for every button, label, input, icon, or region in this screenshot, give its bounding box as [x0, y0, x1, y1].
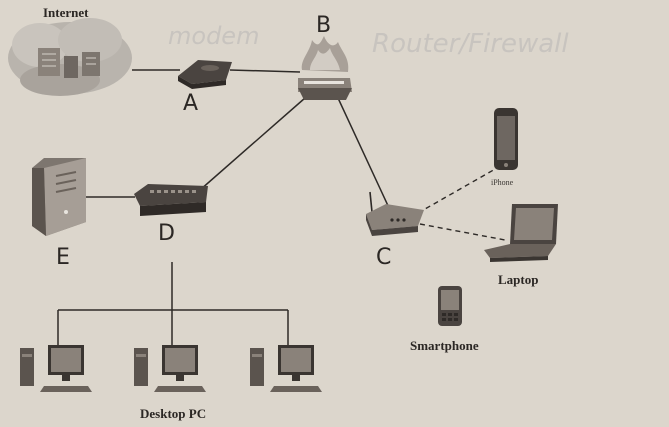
switch-letter: D [158, 221, 175, 246]
smartphone-device: Smartphone [410, 286, 479, 353]
link-router-access-point [337, 97, 391, 211]
desktop-pc-3 [250, 345, 322, 392]
wired-links [57, 69, 391, 345]
handwritten-modem-note: modem [168, 22, 259, 50]
desktop-pc-label: Desktop PC [140, 406, 206, 421]
router-firewall-b: B [298, 13, 352, 100]
desktop-pc-2 [134, 345, 206, 392]
switch-d: D [134, 184, 208, 246]
wireless-access-point-c: C [366, 191, 424, 270]
desktop-pc-1 [20, 345, 92, 392]
link-router-switch [199, 97, 306, 191]
modem-letter: A [183, 91, 198, 116]
internet-cloud: Internet [8, 5, 132, 96]
server-letter: E [56, 245, 70, 270]
modem-a: A [178, 60, 232, 116]
server-e: E [32, 158, 86, 270]
router-letter: B [316, 13, 331, 38]
wifi-link-iphone [417, 167, 498, 214]
access-point-letter: C [376, 245, 391, 270]
handwritten-router-note: Router/Firewall [372, 29, 569, 59]
iphone-label: iPhone [491, 178, 514, 187]
smartphone-label: Smartphone [410, 338, 479, 353]
internet-label: Internet [43, 5, 89, 20]
link-modem-router [229, 69, 301, 73]
laptop-device: Laptop [484, 204, 558, 287]
laptop-label: Laptop [498, 272, 538, 287]
wifi-link-laptop [419, 223, 506, 241]
wireless-links [417, 167, 506, 241]
iphone-device: iPhone [491, 108, 518, 187]
